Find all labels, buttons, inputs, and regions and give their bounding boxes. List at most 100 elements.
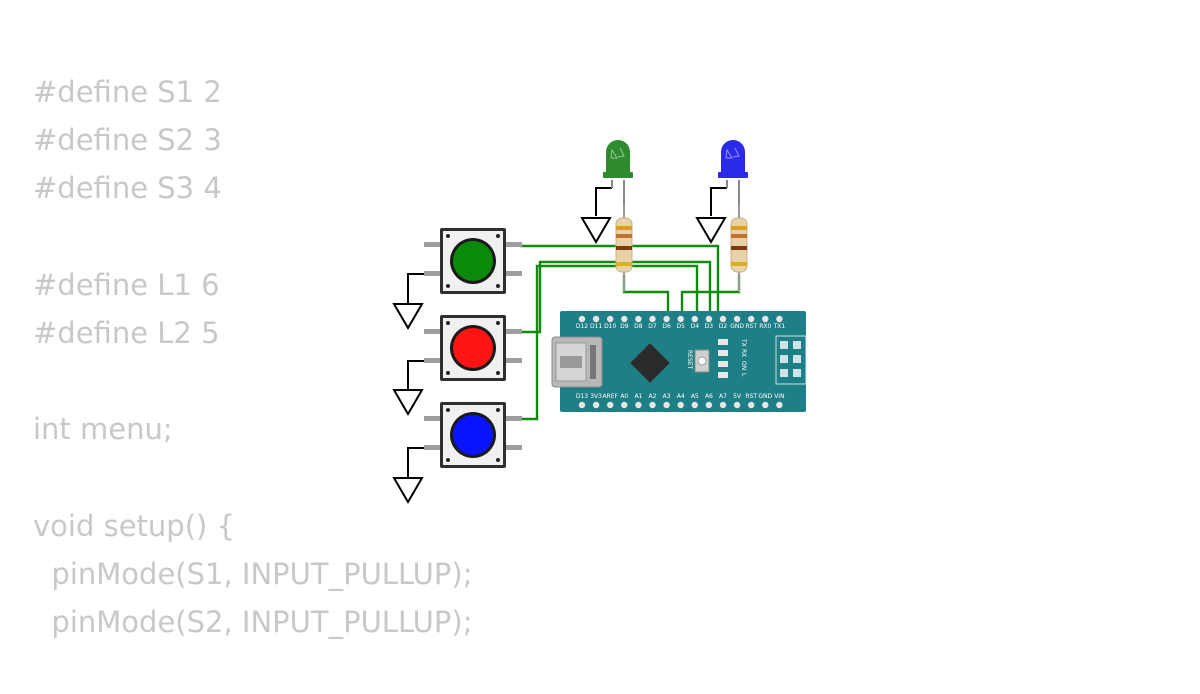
status-leds: [718, 339, 728, 378]
pin-pad[interactable]: [691, 401, 698, 409]
rx-label: RX: [740, 349, 747, 357]
wire-s3: [520, 264, 699, 421]
pin-label: D13: [576, 393, 588, 400]
pin-pad[interactable]: [592, 401, 600, 409]
pushbutton-s2[interactable]: [424, 315, 522, 381]
button-cap[interactable]: [453, 328, 493, 368]
pin-label: D8: [634, 323, 643, 330]
pin-pad[interactable]: [578, 315, 586, 323]
pin-pad[interactable]: [607, 315, 614, 323]
pin-label: A6: [705, 393, 713, 400]
pin-label: TX1: [773, 323, 786, 330]
pin-label: GND: [758, 393, 772, 400]
pin-label: A3: [663, 393, 671, 400]
pin-label: D5: [676, 323, 685, 330]
pushbutton-s3[interactable]: [424, 402, 522, 468]
ground-symbol: [580, 187, 612, 244]
pin-label: A4: [677, 393, 685, 400]
pin-pad[interactable]: [677, 401, 684, 409]
code-line: #define L1 6: [33, 267, 220, 302]
pin-label: A0: [620, 393, 628, 400]
pin-pad[interactable]: [621, 315, 628, 323]
pin-label: 5V: [733, 393, 742, 400]
reset-button[interactable]: [694, 349, 710, 373]
pin-pad[interactable]: [719, 401, 727, 409]
pin-label: D10: [604, 323, 616, 330]
pin-pad[interactable]: [649, 401, 656, 409]
pin-label: 3V3: [590, 393, 602, 400]
pin-pad[interactable]: [776, 315, 783, 323]
code-listing: #define S1 2 #define S2 3 #define S3 4 #def…: [33, 68, 472, 694]
code-line: #define S2 3: [33, 123, 222, 158]
pin-label: D2: [719, 323, 728, 330]
pin-pad[interactable]: [691, 315, 698, 323]
pin-pad[interactable]: [663, 401, 670, 409]
pin-pad[interactable]: [635, 315, 642, 323]
pin-pad[interactable]: [776, 401, 783, 409]
pin-pad[interactable]: [748, 401, 755, 409]
pin-pad[interactable]: [762, 315, 769, 323]
pin-pad[interactable]: [578, 401, 586, 409]
button-cap[interactable]: [453, 241, 493, 281]
pin-pad[interactable]: [705, 315, 713, 323]
pushbutton-s1[interactable]: [424, 228, 522, 294]
led-blue[interactable]: [718, 140, 748, 222]
code-line: #define S1 2: [33, 75, 222, 109]
microcontroller-chip: [630, 343, 670, 383]
code-line: int menu;: [33, 412, 173, 447]
pin-label: D11: [590, 323, 602, 330]
ground-symbol: [695, 187, 727, 244]
usb-connector: [551, 336, 603, 388]
pin-pad[interactable]: [649, 315, 656, 323]
pin-label: RST: [745, 393, 757, 400]
pin-pad[interactable]: [635, 401, 642, 409]
pin-label: A7: [719, 393, 727, 400]
button-cap[interactable]: [453, 415, 493, 455]
pin-label: D7: [648, 323, 657, 330]
pin-label: A5: [691, 393, 699, 400]
pin-label: A2: [649, 393, 657, 400]
code-line: #define L2 5: [33, 315, 220, 350]
code-line: void setup() {: [33, 508, 235, 543]
pin-pad[interactable]: [592, 315, 600, 323]
pin-label: GND: [730, 323, 744, 330]
pin-pad[interactable]: [677, 315, 684, 323]
icsp-header: [775, 335, 807, 385]
pin-pad[interactable]: [733, 401, 741, 409]
pin-pad[interactable]: [733, 315, 741, 323]
pin-label: VIN: [774, 393, 784, 400]
pin-pad[interactable]: [663, 315, 670, 323]
tx-label: TX: [740, 338, 747, 347]
pin-pad[interactable]: [719, 315, 727, 323]
wire-s2: [520, 260, 712, 334]
pin-pad[interactable]: [621, 401, 628, 409]
resistor-r2: [730, 205, 748, 292]
wire-s1: [520, 244, 720, 319]
pin-pad[interactable]: [748, 315, 755, 323]
ground-symbol: [392, 447, 428, 504]
pin-label: AREF: [602, 393, 618, 400]
pin-label: D12: [576, 323, 588, 330]
pin-label: D4: [691, 323, 700, 330]
pin-pad[interactable]: [705, 401, 713, 409]
pin-pad[interactable]: [607, 401, 614, 409]
code-line: pinMode(S1, INPUT_PULLUP);: [33, 556, 473, 591]
ground-symbol: [392, 360, 428, 416]
ground-symbol: [392, 273, 428, 330]
pin-label: D3: [705, 323, 714, 330]
pin-pad[interactable]: [762, 401, 769, 409]
led-green[interactable]: [603, 140, 633, 222]
pin-label: RX0: [759, 323, 771, 330]
l-label: L: [740, 373, 747, 377]
resistor-r1: [615, 205, 633, 292]
pin-label: D9: [620, 323, 629, 330]
reset-label: RESET: [686, 350, 693, 370]
on-label: ON: [740, 361, 747, 370]
ground-symbols: [392, 187, 727, 504]
pin-label: D6: [662, 323, 671, 330]
code-line: #define S3 4: [33, 171, 222, 206]
